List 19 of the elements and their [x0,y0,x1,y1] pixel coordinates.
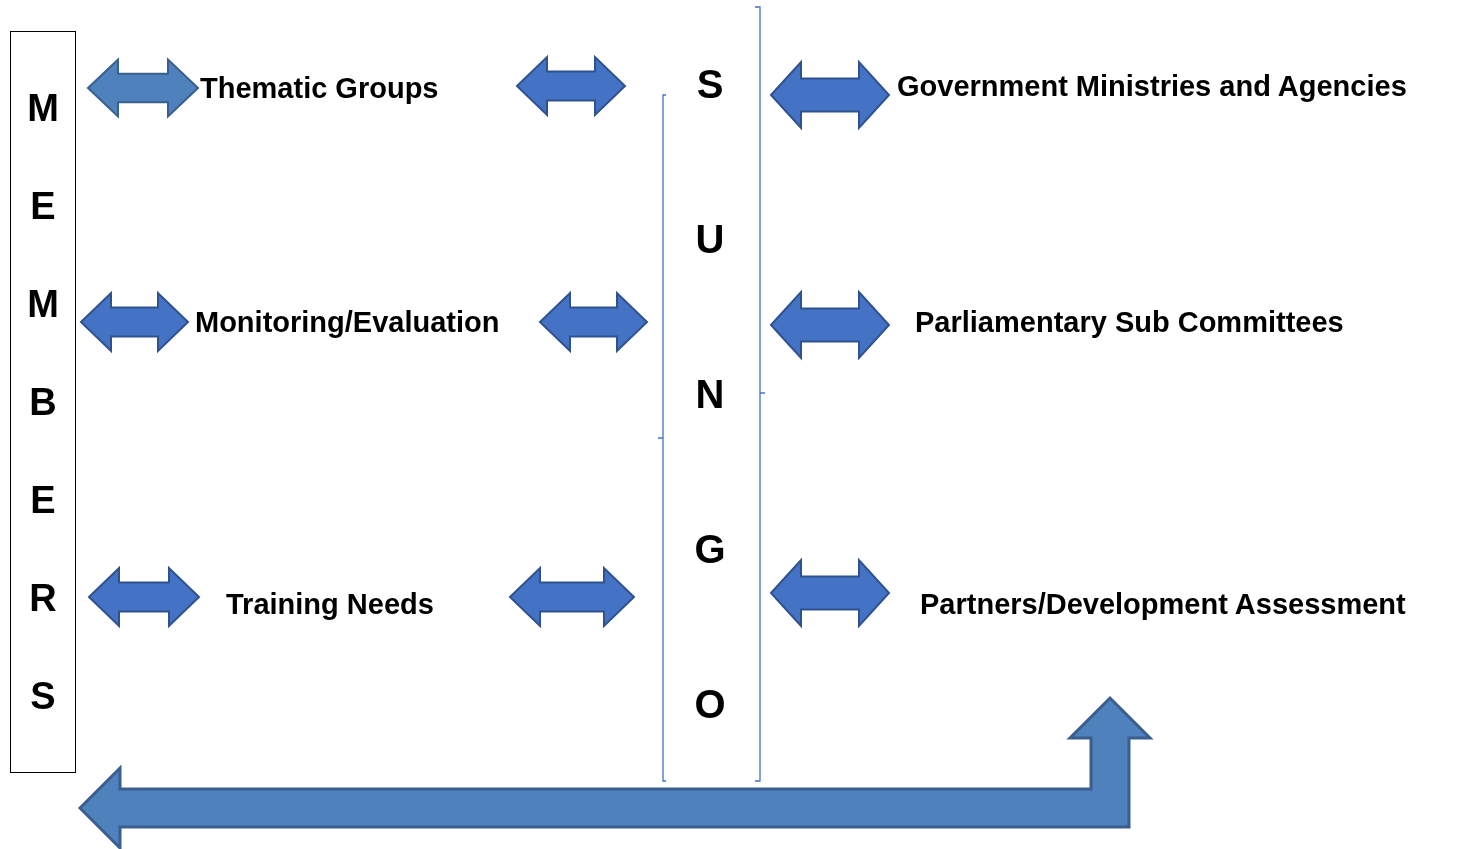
double-arrow [769,59,891,131]
vertical-label: SUNGO [693,61,727,728]
double-arrow [769,289,891,361]
node-label: Partners/Development Assessment [920,587,1406,621]
node-label: Training Needs [226,587,434,621]
double-arrow [538,290,649,354]
double-arrow [515,54,627,118]
node-label: Parliamentary Sub Committees [915,305,1344,339]
double-arrow [79,290,190,354]
double-arrow [87,565,201,629]
column-box [10,31,76,773]
double-arrow [86,57,200,119]
vertical-label: MEMBERS [26,86,60,719]
double-arrow [769,557,891,629]
node-label: Monitoring/Evaluation [195,305,500,339]
node-label: Government Ministries and Agencies [897,69,1407,103]
double-arrow [77,695,1154,849]
double-arrow [508,565,636,629]
node-label: Thematic Groups [200,71,439,105]
